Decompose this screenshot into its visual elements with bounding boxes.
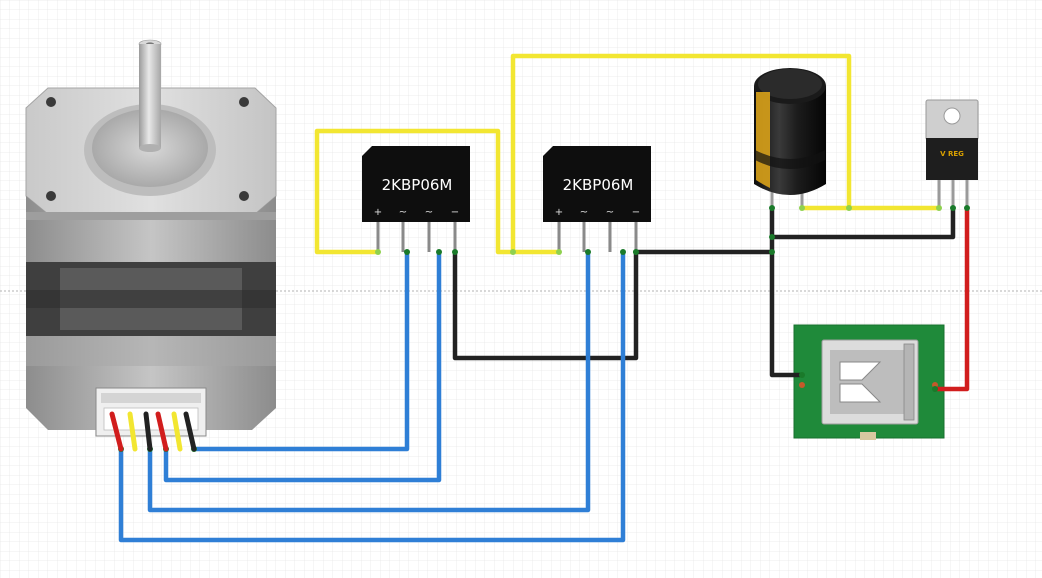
bridge2-pin-ac1: ~ [580, 207, 588, 218]
wires-layer [118, 53, 970, 543]
wire-ground-to-capacitor-endpoint-1 [633, 249, 639, 255]
wire-ac-coil-b2[interactable] [118, 249, 626, 543]
motor-lead-yellow-2 [171, 411, 183, 452]
motor-lead-red-2 [155, 411, 169, 452]
wire-output-usb-endpoint-1 [964, 205, 970, 211]
bridge1-pin-plus: + [374, 207, 382, 218]
bridge-rectifier-1-label: 2KBP06M [382, 176, 453, 194]
wire-positive-to-regulator[interactable] [510, 53, 942, 255]
wire-positive-capacitor-endpoint-1 [799, 205, 805, 211]
usb-port-module[interactable] [793, 324, 945, 440]
wire-ac-coil-b2-endpoint-2 [620, 249, 626, 255]
bridge-rectifier-1[interactable]: 2KBP06M + ~ ~ − [362, 146, 470, 252]
wire-output-usb[interactable] [932, 205, 970, 392]
stepper-motor[interactable] [25, 39, 277, 437]
wire-ac-coil-b1-endpoint-2 [585, 249, 591, 255]
wire-positive-bridge1[interactable] [314, 128, 562, 255]
wire-ac-coil-a2-endpoint-2 [436, 249, 442, 255]
wire-ground-bridges-endpoint-1 [452, 249, 458, 255]
motor-lead-black [143, 411, 153, 452]
bridge1-pin-ac1: ~ [399, 207, 407, 218]
wire-ground-regulator[interactable] [769, 205, 956, 240]
motor-lead-yellow [127, 411, 138, 452]
wire-ground-usb[interactable] [769, 249, 805, 378]
bridge2-pin-plus: + [555, 207, 563, 218]
wire-output-usb-endpoint-2 [932, 386, 938, 392]
wire-positive-bridge1-endpoint-1 [375, 249, 381, 255]
wire-positive-to-regulator-endpoint-1 [510, 249, 516, 255]
motor-lead-black-2 [183, 411, 197, 452]
wire-positive-capacitor-endpoint-2 [846, 205, 852, 211]
wire-ac-coil-a1-endpoint-2 [404, 249, 410, 255]
wire-ground-regulator-endpoint-1 [769, 234, 775, 240]
wire-ground-regulator-endpoint-2 [950, 205, 956, 211]
motor-leads [109, 411, 197, 452]
bridge1-pin-ac2: ~ [425, 207, 433, 218]
bridge2-pin-minus: − [632, 207, 640, 218]
bridge-rectifier-2[interactable]: 2KBP06M + ~ ~ − [543, 146, 651, 252]
electrolytic-capacitor[interactable] [754, 68, 826, 210]
wire-ac-coil-a1[interactable] [191, 249, 410, 452]
bridge2-pin-ac2: ~ [606, 207, 614, 218]
wire-ac-coil-a2[interactable] [163, 249, 442, 483]
wire-positive-to-regulator-endpoint-2 [936, 205, 942, 211]
wire-positive-bridge1-endpoint-2 [556, 249, 562, 255]
wire-ground-bridges[interactable] [452, 249, 639, 361]
wire-ac-coil-b1[interactable] [147, 249, 591, 513]
wire-ground-to-capacitor-endpoint-2 [769, 205, 775, 211]
voltage-regulator-label: V REG [940, 150, 964, 158]
wire-ground-usb-endpoint-1 [769, 249, 775, 255]
bridge-rectifier-2-label: 2KBP06M [563, 176, 634, 194]
voltage-regulator[interactable]: V REG [925, 99, 979, 210]
wire-ground-usb-endpoint-2 [799, 372, 805, 378]
motor-lead-red [109, 411, 124, 452]
bridge1-pin-minus: − [451, 207, 459, 218]
